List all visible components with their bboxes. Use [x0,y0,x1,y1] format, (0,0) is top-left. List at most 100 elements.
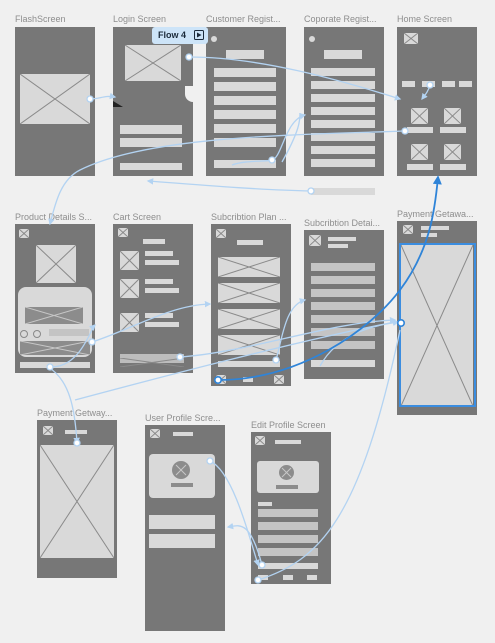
payment-webview-placeholder[interactable] [40,445,114,558]
input-field[interactable] [311,159,375,167]
back-icon[interactable] [309,235,321,246]
frame-label-payment2[interactable]: Payment Getway... [37,408,113,418]
frame-label-editprofile[interactable]: Edit Profile Screen [251,420,326,430]
input-field[interactable] [311,68,375,76]
input-field[interactable] [311,94,375,102]
input-field[interactable] [311,120,375,128]
login-notch [113,101,123,107]
option-radio[interactable] [20,330,28,338]
pay-button[interactable] [311,360,375,367]
subscription-detail-frame[interactable] [304,230,384,379]
frame-label-cart[interactable]: Cart Screen [113,212,162,222]
flow-start-badge[interactable]: Flow 4 [152,27,208,44]
frame-label-product[interactable]: Product Details S... [15,212,93,222]
back-icon[interactable] [118,228,128,237]
edit-profile-frame[interactable] [251,432,331,584]
input-field[interactable] [311,107,375,115]
frame-label-customer[interactable]: Customer Regist... [206,14,281,24]
back-icon[interactable] [216,229,226,238]
input-field[interactable] [311,81,375,89]
corporate-registration-frame[interactable] [304,27,384,195]
flash-screen-frame[interactable] [15,27,95,176]
frame-label-subplan[interactable]: Subcribtion Plan ... [211,212,287,222]
avatar[interactable] [172,461,190,479]
nav-icon[interactable] [274,375,284,384]
edit-field[interactable] [258,535,318,543]
cart-screen-frame[interactable] [113,224,193,373]
checkout-button[interactable] [119,354,185,368]
category-chip[interactable] [459,81,472,87]
menu-icon[interactable] [404,33,418,44]
password-field[interactable] [120,138,182,147]
product-thumb[interactable] [411,144,428,160]
profile-field[interactable] [149,515,215,529]
nav-item[interactable] [307,575,317,580]
back-icon[interactable] [43,426,53,435]
back-icon[interactable] [19,229,29,238]
username-field[interactable] [120,125,182,134]
input-field[interactable] [214,68,276,77]
customer-registration-frame[interactable] [206,27,286,176]
frame-label-userprofile[interactable]: User Profile Scre... [145,413,221,423]
register-button[interactable] [311,188,375,195]
login-screen-frame[interactable] [113,27,193,176]
register-button[interactable] [214,160,276,168]
product-variant-block[interactable] [24,306,84,325]
nav-icon[interactable] [216,375,226,384]
edit-field[interactable] [258,509,318,517]
title-block [226,50,264,59]
avatar[interactable] [279,465,294,480]
input-field[interactable] [214,138,276,147]
category-chip[interactable] [402,81,415,87]
payment-gateway-2-frame[interactable] [37,420,117,578]
title-block [328,237,356,241]
plan-card[interactable] [218,309,280,329]
home-screen-frame[interactable] [397,27,477,176]
input-field[interactable] [214,82,276,91]
input-field[interactable] [311,146,375,154]
frame-label-login[interactable]: Login Screen [113,14,167,24]
product-thumb[interactable] [411,108,428,124]
edit-field[interactable] [258,548,318,556]
login-button[interactable] [120,163,182,170]
nav-item[interactable] [283,575,293,580]
option-radio[interactable] [33,330,41,338]
user-profile-frame[interactable] [145,425,225,631]
add-to-cart-area[interactable] [19,340,91,356]
back-icon[interactable] [403,225,413,234]
frame-label-payment1[interactable]: Payment Getawa... [397,209,474,219]
frame-label-subdetail[interactable]: Subcribtion Detai... [304,218,381,228]
input-field[interactable] [311,133,375,141]
input-field[interactable] [214,124,276,133]
input-field[interactable] [214,96,276,105]
buy-button[interactable] [20,362,90,368]
category-chip[interactable] [442,81,455,87]
plan-card[interactable] [218,335,280,355]
back-icon[interactable] [211,36,217,42]
frame-label-corporate[interactable]: Coporate Regist... [304,14,377,24]
title-block [143,239,165,244]
frame-label-flash[interactable]: FlashScreen [15,14,66,24]
save-button[interactable] [258,563,318,569]
title-block [173,432,193,436]
product-thumb[interactable] [444,108,461,124]
nav-item[interactable] [243,377,253,382]
frame-label-home[interactable]: Home Screen [397,14,453,24]
play-flow-icon[interactable] [194,30,204,40]
plan-card[interactable] [218,283,280,303]
back-icon[interactable] [255,436,265,445]
input-field[interactable] [214,110,276,119]
back-icon[interactable] [150,429,160,438]
price-block [49,329,89,336]
back-icon[interactable] [309,36,315,42]
profile-field[interactable] [149,534,215,548]
product-caption [440,127,466,133]
plan-card[interactable] [218,257,280,277]
product-thumb[interactable] [444,144,461,160]
product-details-frame[interactable] [15,224,95,373]
nav-item[interactable] [258,575,268,580]
subscription-plan-frame[interactable] [211,224,291,386]
edit-field[interactable] [258,522,318,530]
category-chip[interactable] [422,81,435,87]
